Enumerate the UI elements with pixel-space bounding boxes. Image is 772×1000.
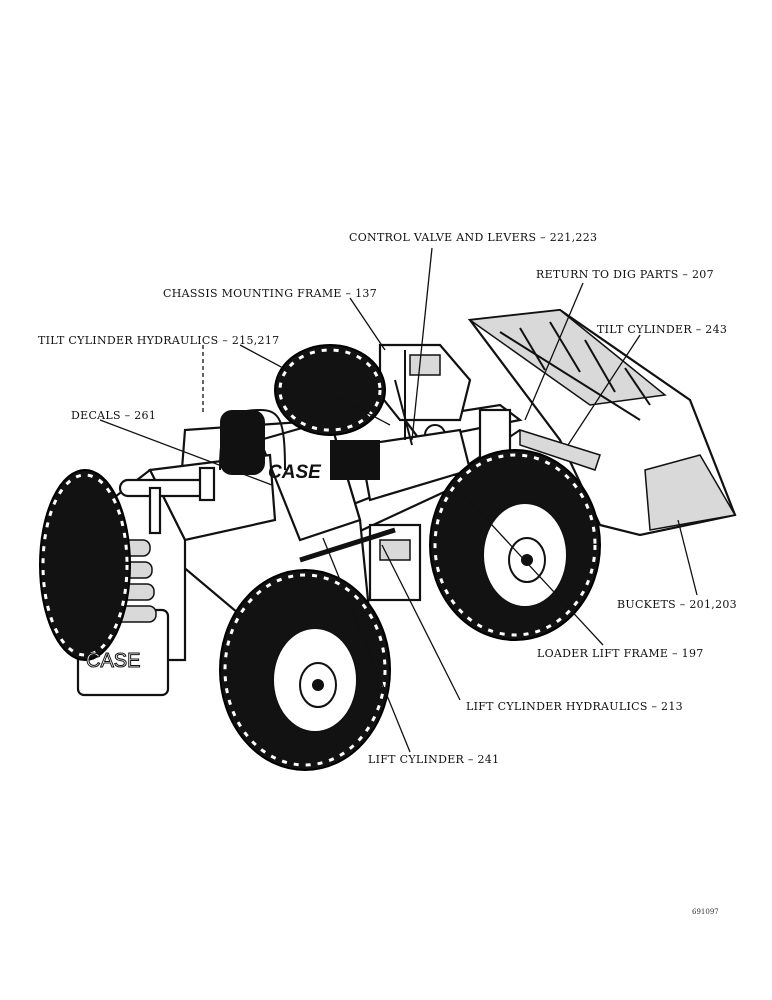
case-grille-text: CASE <box>86 650 140 672</box>
callout-return-to-dig[interactable]: RETURN TO DIG PARTS – 207 <box>536 268 714 281</box>
leader-return-to-dig <box>524 282 584 421</box>
leader-chassis-frame <box>349 297 386 351</box>
callout-loader-lift-frame[interactable]: LOADER LIFT FRAME – 197 <box>537 647 704 660</box>
callout-lift-cylinder[interactable]: LIFT CYLINDER – 241 <box>368 753 500 766</box>
leader-lift-cylinder <box>322 537 411 753</box>
callout-decals[interactable]: DECALS – 261 <box>71 409 157 422</box>
tire-rear-left <box>39 469 131 661</box>
tire-front-left <box>219 569 391 771</box>
leader-loader-lift-frame <box>454 484 604 646</box>
leader-lines <box>99 247 698 753</box>
leader-decals <box>99 419 273 486</box>
callout-chassis-frame[interactable]: CHASSIS MOUNTING FRAME – 137 <box>163 287 378 300</box>
callout-lift-cyl-hydraulics[interactable]: LIFT CYLINDER HYDRAULICS – 213 <box>466 700 683 713</box>
callout-control-valve[interactable]: CONTROL VALVE AND LEVERS – 221,223 <box>349 231 598 244</box>
leader-tilt-cyl-hydraulics <box>239 344 391 426</box>
leader-control-valve <box>411 247 433 441</box>
figure-id: 691097 <box>692 908 719 916</box>
leader-lift-cyl-hydraulics <box>381 544 461 701</box>
leader-tilt-cylinder <box>567 334 641 446</box>
case-decal-text: CASE <box>268 462 322 483</box>
callout-tilt-cyl-hydraulics[interactable]: TILT CYLINDER HYDRAULICS – 215,217 <box>38 334 280 347</box>
callout-tilt-cylinder[interactable]: TILT CYLINDER – 243 <box>597 323 728 336</box>
callout-buckets[interactable]: BUCKETS – 201,203 <box>617 598 737 611</box>
lift-cylinder-part <box>299 527 396 563</box>
tire-rear-right <box>274 344 386 436</box>
bucket <box>467 308 737 537</box>
tire-front-right <box>429 449 601 641</box>
leader-buckets <box>677 519 698 596</box>
